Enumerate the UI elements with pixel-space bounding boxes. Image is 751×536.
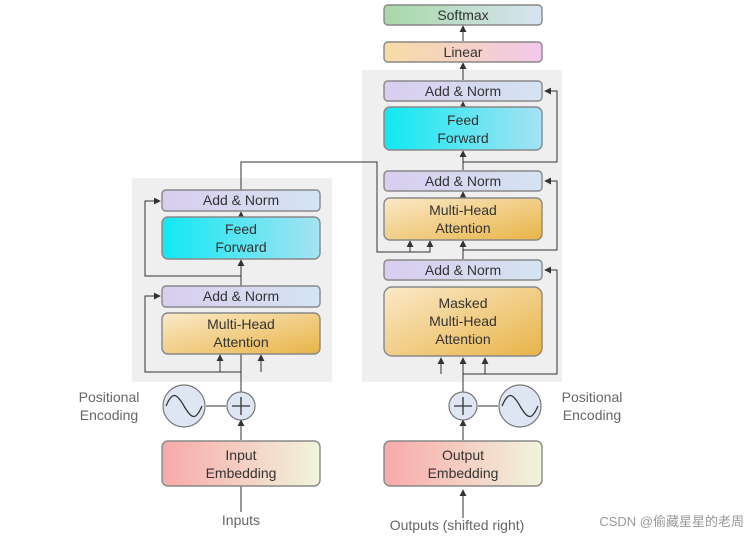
encoder-add-icon: [226, 391, 256, 421]
svg-text:Multi-Head: Multi-Head: [207, 316, 275, 332]
svg-text:Attention: Attention: [435, 331, 490, 347]
svg-text:Masked: Masked: [438, 295, 487, 311]
decoder-add-norm-top: Add & Norm: [383, 80, 543, 102]
svg-text:Multi-Head: Multi-Head: [429, 313, 497, 329]
decoder-sine-wave-icon: [498, 384, 542, 428]
output-embedding: Output Embedding: [383, 440, 543, 487]
decoder-add-norm-bottom: Add & Norm: [383, 259, 543, 281]
svg-text:Add & Norm: Add & Norm: [203, 288, 279, 304]
inputs-label: Inputs: [222, 512, 260, 528]
svg-text:Embedding: Embedding: [206, 465, 277, 481]
svg-text:Output: Output: [442, 447, 484, 463]
decoder-positional-label-1: Positional: [562, 389, 623, 405]
svg-text:Attention: Attention: [435, 220, 490, 236]
svg-text:Attention: Attention: [213, 334, 268, 350]
encoder-add-norm-top: Add & Norm: [161, 189, 321, 212]
encoder-sine-wave-icon: [162, 384, 206, 428]
svg-text:Feed: Feed: [447, 112, 479, 128]
svg-text:Softmax: Softmax: [437, 7, 488, 23]
svg-text:Embedding: Embedding: [428, 465, 499, 481]
decoder-add-icon: [448, 391, 478, 421]
softmax-box: Softmax: [383, 4, 543, 26]
svg-text:Forward: Forward: [215, 239, 266, 255]
svg-text:Multi-Head: Multi-Head: [429, 202, 497, 218]
encoder-positional-label-1: Positional: [79, 389, 140, 405]
encoder-multi-head-attention: Multi-Head Attention: [161, 312, 321, 355]
encoder-add-norm-bottom: Add & Norm: [161, 285, 321, 308]
decoder-masked-attention: Masked Multi-Head Attention: [383, 286, 543, 357]
svg-text:Add & Norm: Add & Norm: [425, 83, 501, 99]
svg-text:Add & Norm: Add & Norm: [425, 173, 501, 189]
watermark: CSDN @偷藏星星的老周: [599, 514, 744, 529]
linear-box: Linear: [383, 41, 543, 63]
outputs-label: Outputs (shifted right): [390, 517, 525, 533]
encoder-feed-forward: Feed Forward: [161, 216, 321, 260]
svg-text:Forward: Forward: [437, 130, 488, 146]
svg-text:Add & Norm: Add & Norm: [203, 192, 279, 208]
decoder-add-norm-mid: Add & Norm: [383, 170, 543, 192]
input-embedding: Input Embedding: [161, 440, 321, 487]
svg-text:Linear: Linear: [444, 44, 483, 60]
encoder-positional-label-2: Encoding: [80, 407, 138, 423]
svg-text:Input: Input: [225, 447, 256, 463]
svg-text:Add & Norm: Add & Norm: [425, 262, 501, 278]
decoder-multi-head-attention: Multi-Head Attention: [383, 197, 543, 241]
svg-text:Feed: Feed: [225, 221, 257, 237]
decoder-positional-label-2: Encoding: [563, 407, 621, 423]
decoder-feed-forward: Feed Forward: [383, 106, 543, 151]
